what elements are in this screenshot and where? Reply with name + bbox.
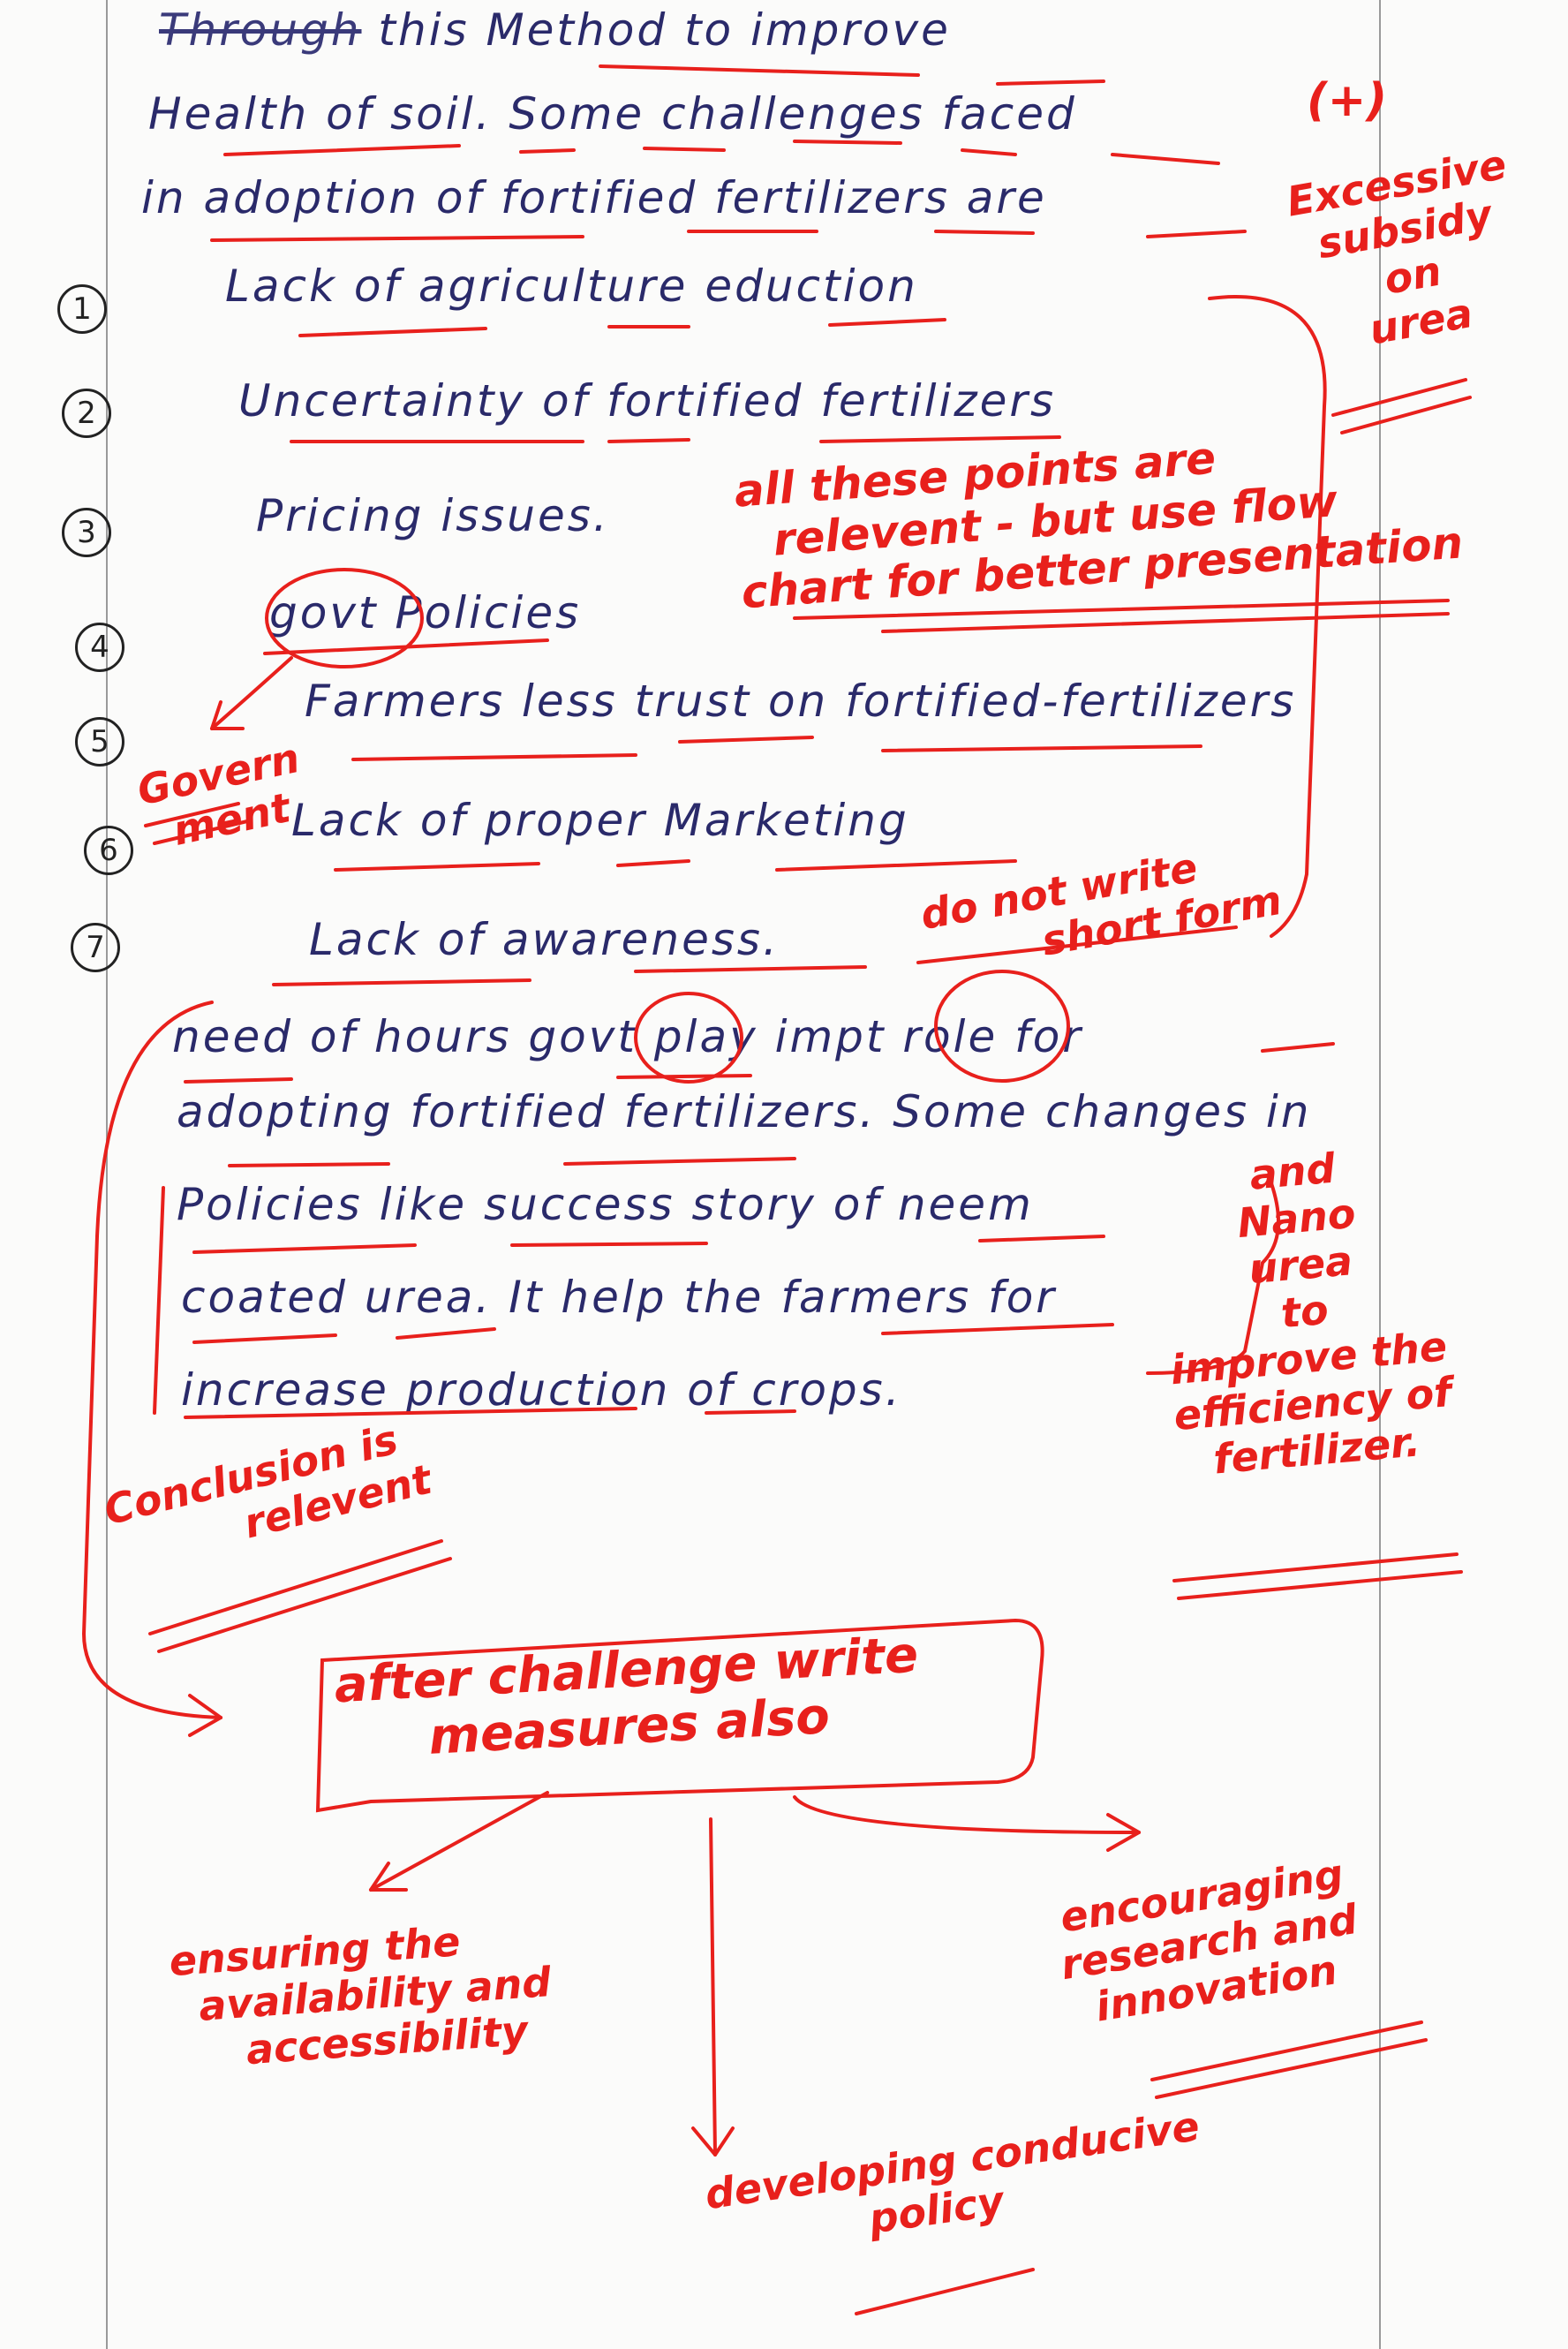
answer-line-13: Policies like success story of neem — [177, 1179, 1034, 1230]
answer-line-11: need of hours govt play impt role for — [172, 1011, 1083, 1062]
answer-line-2: Health of soil. Some challenges faced — [148, 88, 1077, 140]
right-margin-line — [1379, 0, 1381, 2349]
struck-word: Through — [159, 4, 362, 56]
remark-subsidy: Excessive subsidy on urea — [1283, 140, 1534, 364]
point-number-7: 7 — [71, 923, 120, 972]
point-number-5: 5 — [75, 717, 124, 767]
answer-line-7: govt Policies — [269, 587, 582, 638]
point-number-1: 1 — [57, 284, 107, 334]
point-number-2: 2 — [62, 389, 111, 438]
answer-line-5: Uncertainty of fortified fertilizers — [238, 375, 1057, 427]
answer-line-15: increase production of crops. — [181, 1364, 902, 1416]
plus-mark: (+) — [1307, 74, 1388, 127]
answer-text: this Method to improve — [378, 4, 951, 56]
answer-line-3: in adoption of fortified fertilizers are — [141, 172, 1047, 223]
point-number-3: 3 — [62, 508, 111, 557]
answer-line-6: Pricing issues. — [256, 490, 610, 541]
answer-line-10: Lack of awareness. — [309, 914, 780, 965]
point-number-6: 6 — [84, 826, 133, 875]
remark-nano-urea: and Nano urea to improve the efficiency … — [1151, 1137, 1457, 1486]
answer-line-12: adopting fortified fertilizers. Some cha… — [177, 1086, 1312, 1137]
answer-line-14: coated urea. It help the farmers for — [181, 1272, 1057, 1323]
left-margin-line — [106, 0, 108, 2349]
answer-line-9: Lack of proper Marketing — [291, 795, 909, 846]
point-number-4: 4 — [75, 623, 124, 672]
answer-line-4: Lack of agriculture eduction — [225, 261, 918, 312]
measure-availability: ensuring the availability and accessibil… — [168, 1912, 556, 2078]
answer-line-8: Farmers less trust on fortified-fertiliz… — [305, 676, 1297, 727]
answer-line-1: Through this Method to improve — [159, 4, 951, 56]
